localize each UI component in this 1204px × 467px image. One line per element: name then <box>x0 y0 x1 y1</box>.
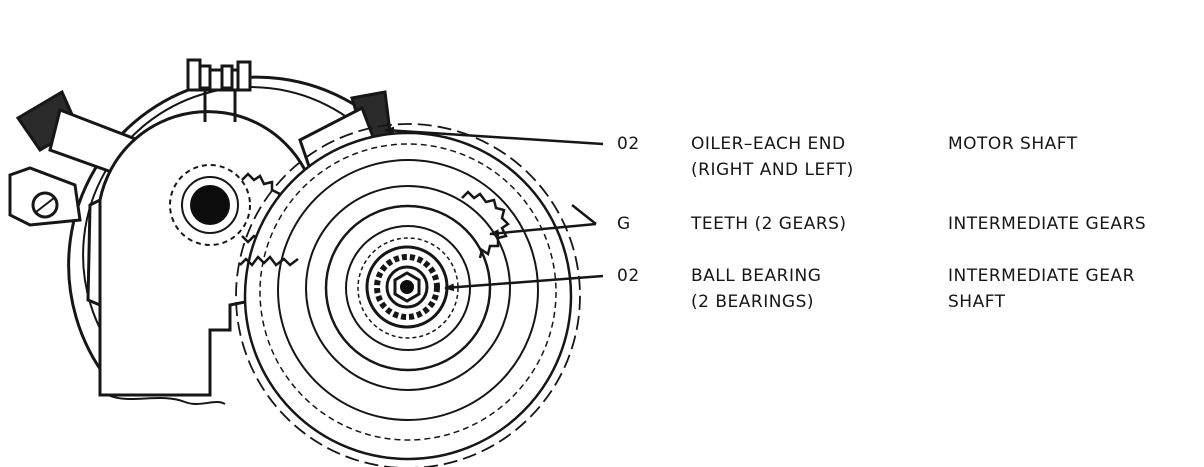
row-3-location-line-2: SHAFT <box>948 292 1006 312</box>
row-2-location: INTERMEDIATE GEARS <box>948 214 1147 234</box>
leader-lines <box>384 126 604 292</box>
clamp-bolt <box>186 58 252 122</box>
leader-bearing <box>444 274 604 292</box>
mounting-ear <box>8 166 82 227</box>
end-bracket <box>86 110 307 405</box>
row-3-code: 02 <box>617 266 640 286</box>
ball-bearing <box>365 245 449 329</box>
row-3-part-line-1: BALL BEARING <box>691 266 822 286</box>
leader-teeth-upper <box>571 204 597 225</box>
row-3-location-line-1: INTERMEDIATE GEAR <box>948 266 1135 286</box>
motor-housing <box>67 75 407 381</box>
row-1-part-line-2: (RIGHT AND LEFT) <box>691 160 854 180</box>
row-1-location: MOTOR SHAFT <box>948 134 1078 154</box>
row-2-part: TEETH (2 GEARS) <box>691 214 847 234</box>
leader-oiler <box>384 126 604 146</box>
row-2-code: G <box>617 214 631 234</box>
row-1-part-line-1: OILER–EACH END <box>691 134 846 154</box>
leader-teeth-lower <box>489 222 597 238</box>
row-3-part-line-2: (2 BEARINGS) <box>691 292 815 312</box>
row-1-code: 02 <box>617 134 640 154</box>
